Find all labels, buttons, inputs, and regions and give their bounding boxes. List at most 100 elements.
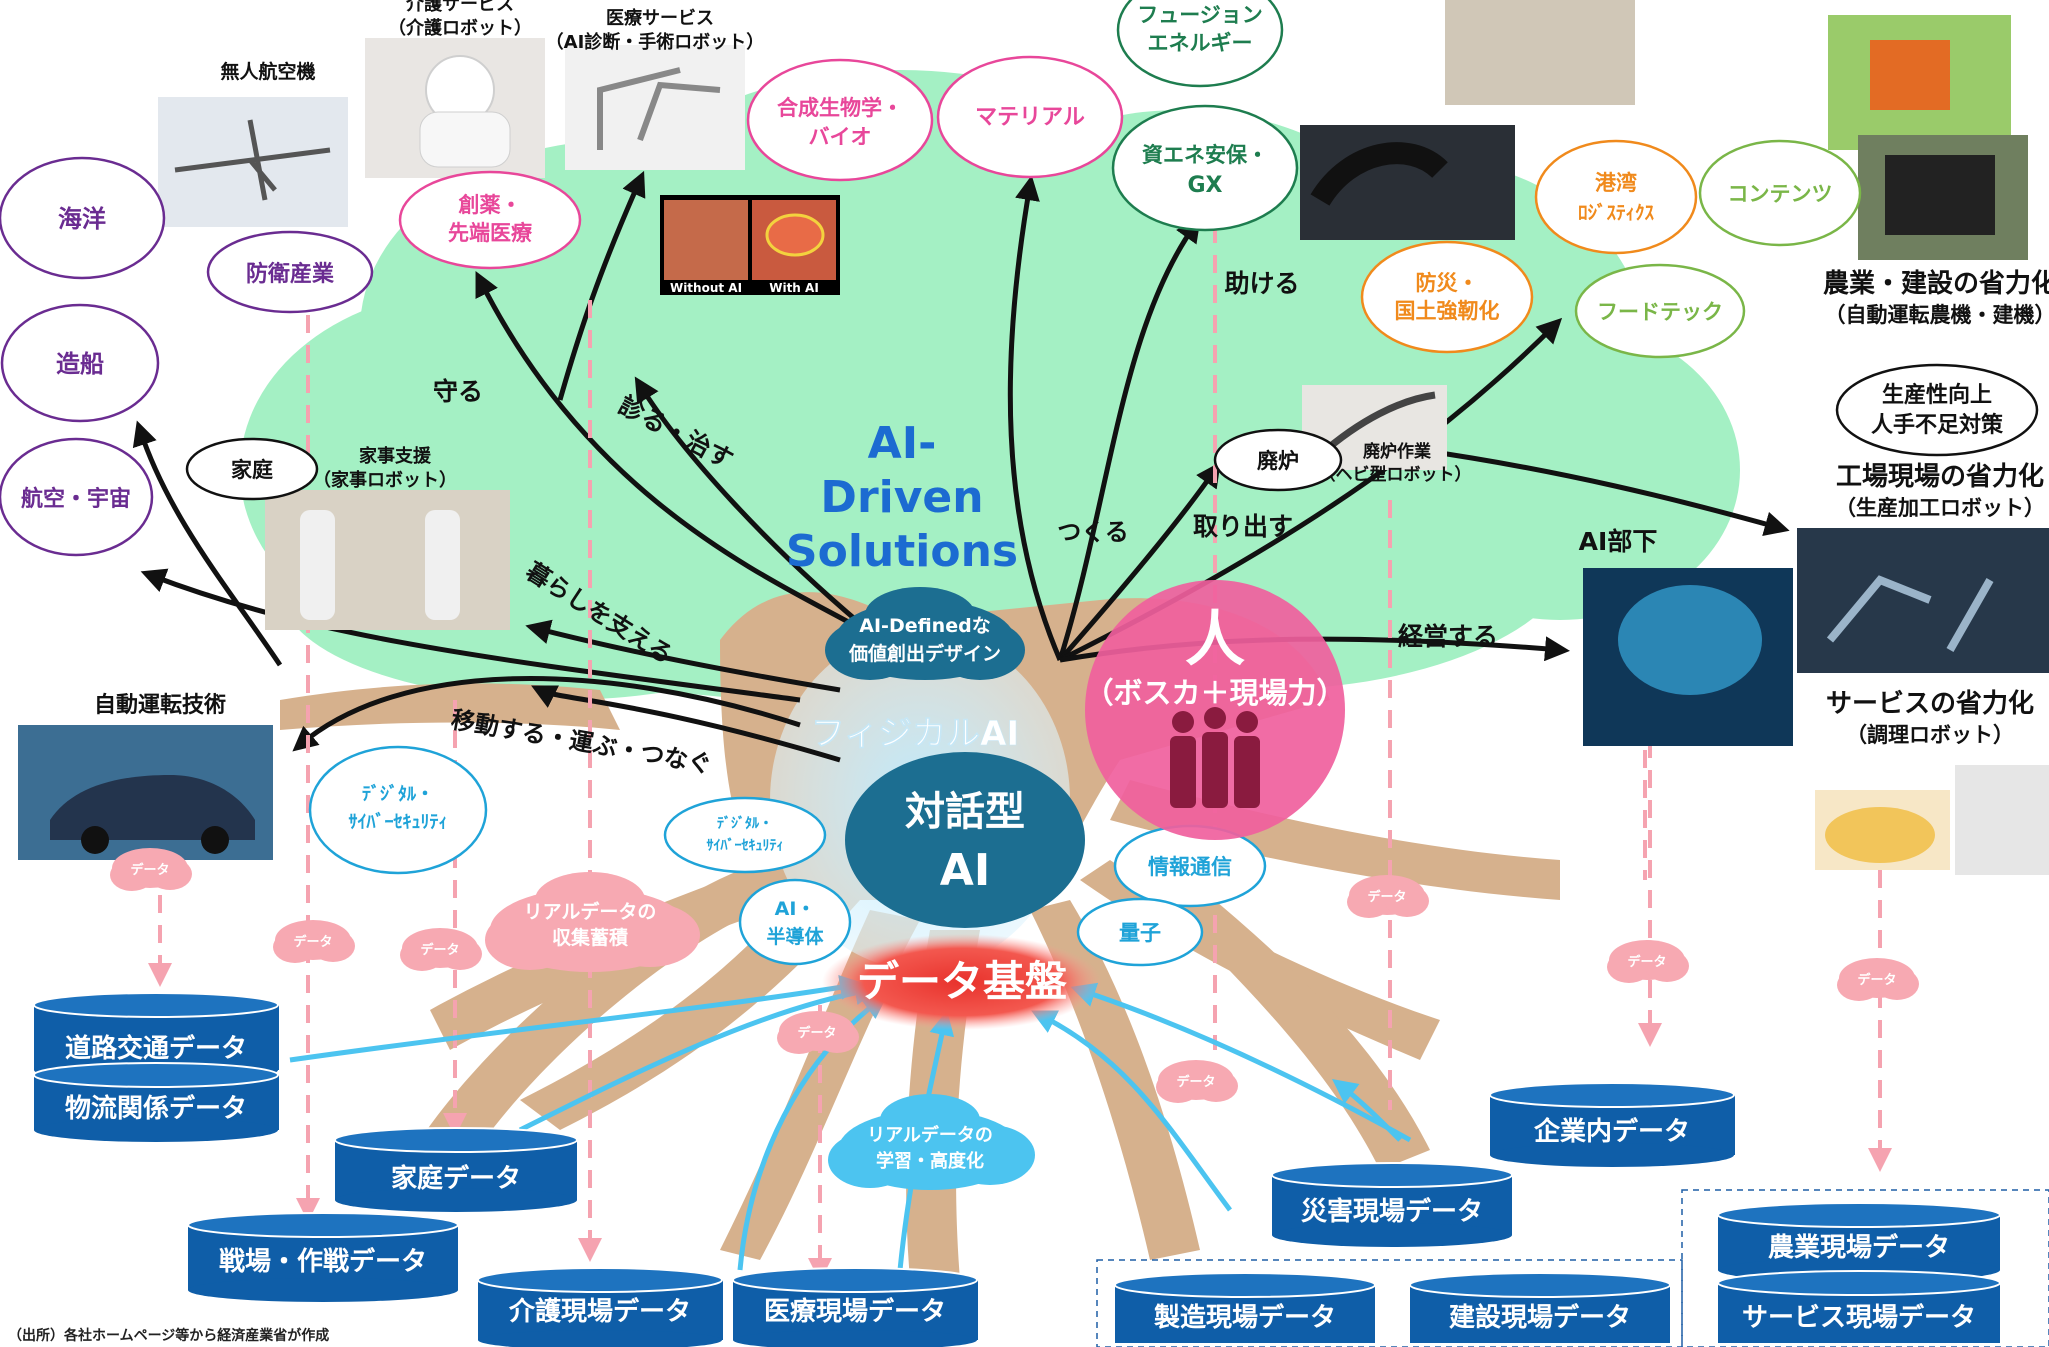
db-enterprise bbox=[1489, 1082, 1735, 1167]
zosen-text: 造船 bbox=[56, 350, 104, 378]
foodtech-text: フードテック bbox=[1597, 300, 1723, 324]
db-disaster bbox=[1271, 1162, 1513, 1247]
with-ai-label: With AI bbox=[769, 281, 819, 295]
material-text: マテリアル bbox=[975, 105, 1085, 130]
db-medical-label: 医療現場データ bbox=[764, 1296, 946, 1327]
db-medical bbox=[732, 1267, 978, 1347]
center-labels: AI- Driven Solutions bbox=[786, 418, 1018, 577]
decommission-label-2: （ヘビ型ロボット） bbox=[1319, 464, 1472, 485]
bubble-boei bbox=[206, 230, 374, 314]
data-cloud-3 bbox=[400, 928, 482, 971]
ryoshi-text: 量子 bbox=[1119, 921, 1161, 945]
value-design-cloud bbox=[825, 587, 1025, 680]
bubble-labels: 海洋 造船 航空・宇宙 防衛産業 創薬・ 先端医療 合成生物学・ バイオ マテリ… bbox=[21, 3, 2004, 948]
dialog-ai-1: 対話型 bbox=[905, 789, 1025, 835]
bubble-ai-semi bbox=[738, 878, 852, 966]
without-ai-label: Without AI bbox=[670, 281, 742, 295]
db-care-label: 介護現場データ bbox=[508, 1296, 691, 1327]
autonomous-driving-label: 自動運転技術 bbox=[94, 692, 226, 718]
db-road-label: 道路交通データ bbox=[65, 1033, 247, 1064]
real-learn-1: リアルデータの bbox=[867, 1124, 993, 1146]
bubble-fusion bbox=[1116, 0, 1284, 88]
data-cloud-2 bbox=[273, 920, 355, 963]
housework-label-1: 家事支援 bbox=[359, 445, 432, 467]
verb-mamoru: 守る bbox=[433, 377, 483, 406]
ai-driven-3: Solutions bbox=[786, 526, 1018, 577]
boei-text: 防衛産業 bbox=[246, 261, 335, 287]
robot-arm-photo bbox=[1445, 0, 1635, 105]
data-clouds bbox=[110, 848, 1919, 1103]
bubble-foodtech bbox=[1574, 263, 1746, 359]
field-bubbles bbox=[0, 0, 2039, 967]
db-construction-label: 建設現場データ bbox=[1449, 1302, 1631, 1333]
dashed-group-box-2 bbox=[1681, 1189, 2049, 1347]
bubble-zosen bbox=[0, 303, 160, 423]
uav-label: 無人航空機 bbox=[220, 60, 315, 83]
photo-captions: 無人航空機 介護サービス （介護ロボット） 医療サービス （AI診断・手術ロボッ… bbox=[94, 0, 2049, 747]
contents-text: コンテンツ bbox=[1728, 182, 1833, 206]
koku-text: 航空・宇宙 bbox=[21, 486, 131, 512]
human-sub: （ボスカ＋現場力） bbox=[1084, 676, 1345, 710]
care-label-1: 介護サービス bbox=[405, 0, 514, 15]
real-collect-2: 収集蓄積 bbox=[552, 926, 628, 949]
bousai-text-2: 国土強靭化 bbox=[1395, 299, 1500, 323]
care-label-2: （介護ロボット） bbox=[388, 17, 532, 39]
seisansei-text-2: 人手不足対策 bbox=[1871, 412, 2004, 438]
data-label-5: データ bbox=[1176, 1074, 1215, 1090]
fusion-text-1: フュージョン bbox=[1137, 3, 1263, 27]
hairo-text: 廃炉 bbox=[1257, 449, 1299, 473]
data-cloud-6 bbox=[1347, 875, 1429, 918]
bubble-shigen bbox=[1111, 104, 1299, 232]
data-label-3: データ bbox=[420, 942, 459, 958]
soyaku-text-2: 先端医療 bbox=[448, 221, 533, 245]
dialog-ai-2: AI bbox=[940, 845, 990, 896]
verb-tasukeru: 助ける bbox=[1224, 269, 1299, 298]
verb-keiei: 経営する bbox=[1398, 622, 1498, 651]
katei-text: 家庭 bbox=[231, 458, 273, 482]
ai-semi-text-2: 半導体 bbox=[766, 925, 824, 948]
bubble-ryoshi bbox=[1076, 897, 1204, 967]
digital1-text-1: ﾃﾞｼﾞﾀﾙ・ bbox=[362, 783, 434, 805]
shigen-text-1: 資エネ安保・ bbox=[1142, 143, 1268, 167]
db-disaster-label: 災害現場データ bbox=[1301, 1196, 1483, 1227]
factory-label-2: （生産加工ロボット） bbox=[1835, 496, 2045, 520]
bousai-text-1: 防災・ bbox=[1416, 271, 1479, 295]
verb-tsukuru: つくる bbox=[1057, 518, 1129, 546]
gosei-text-1: 合成生物学・ bbox=[777, 96, 903, 120]
kaiyo-text: 海洋 bbox=[58, 205, 106, 233]
soyaku-text-1: 創薬・ bbox=[459, 193, 522, 217]
data-base-glow bbox=[822, 934, 1102, 1030]
db-logistics bbox=[33, 1062, 279, 1142]
bubble-soyaku bbox=[398, 170, 582, 270]
source-note: （出所）各社ホームページ等から経済産業省が作成 bbox=[8, 1327, 329, 1344]
real-learn-cloud bbox=[828, 1094, 1035, 1190]
service-label-2: （調理ロボット） bbox=[1846, 723, 2014, 747]
db-agriculture-label: 農業現場データ bbox=[1768, 1232, 1950, 1263]
verb-ai-buka: AI部下 bbox=[1579, 527, 1658, 556]
data-label-7: データ bbox=[1627, 954, 1666, 970]
agri-label-1: 農業・建設の省力化 bbox=[1823, 268, 2049, 299]
fusion-text-2: エネルギー bbox=[1148, 31, 1253, 55]
bubble-digital2 bbox=[663, 796, 827, 874]
bubble-kowan bbox=[1534, 139, 1698, 255]
value-design-1: AI-Definedな bbox=[859, 615, 990, 637]
shigen-text-2: GX bbox=[1187, 173, 1222, 198]
data-label-8: データ bbox=[1857, 972, 1896, 988]
kowan-text-2: ﾛｼﾞｽﾃｨｸｽ bbox=[1578, 201, 1655, 224]
value-design-2: 価値創出デザイン bbox=[848, 642, 1001, 665]
db-manufacturing-label: 製造現場データ bbox=[1154, 1302, 1336, 1333]
housework-label-2: （家事ロボット） bbox=[313, 469, 457, 491]
bubble-contents bbox=[1698, 139, 1862, 247]
cooking-robot-photo bbox=[1955, 765, 2049, 875]
db-care bbox=[477, 1267, 723, 1347]
physical-ai: フィジカルAI bbox=[811, 714, 1019, 754]
db-battle-label: 戦場・作戦データ bbox=[219, 1246, 427, 1277]
verb-toridasu: 取り出す bbox=[1193, 512, 1293, 541]
factory-label-1: 工場現場の省力化 bbox=[1836, 462, 2044, 492]
decommission-label-1: 廃炉作業 bbox=[1363, 441, 1431, 462]
ai-semi-text-1: AI・ bbox=[775, 898, 816, 920]
dialog-ai-ellipse bbox=[845, 752, 1085, 928]
agri-label-2: （自動運転農機・建機） bbox=[1825, 303, 2049, 327]
bubble-hairo bbox=[1213, 428, 1343, 492]
